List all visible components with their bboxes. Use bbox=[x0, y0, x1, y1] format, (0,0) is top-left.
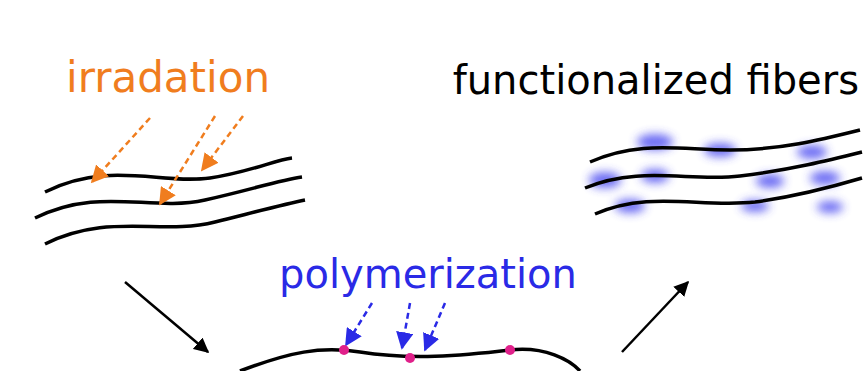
result-label: functionalized fibers bbox=[453, 58, 859, 102]
radical-sites bbox=[339, 345, 515, 363]
irradiation-arrows bbox=[92, 116, 243, 204]
step-label: polymerization bbox=[279, 252, 577, 296]
fiber bbox=[240, 349, 580, 371]
fiber-bundle bbox=[35, 158, 305, 244]
polymerization-arrows bbox=[346, 303, 445, 350]
step-label: irradation bbox=[66, 55, 270, 101]
fiber-bundle bbox=[585, 130, 862, 214]
functional-blobs bbox=[589, 134, 843, 213]
